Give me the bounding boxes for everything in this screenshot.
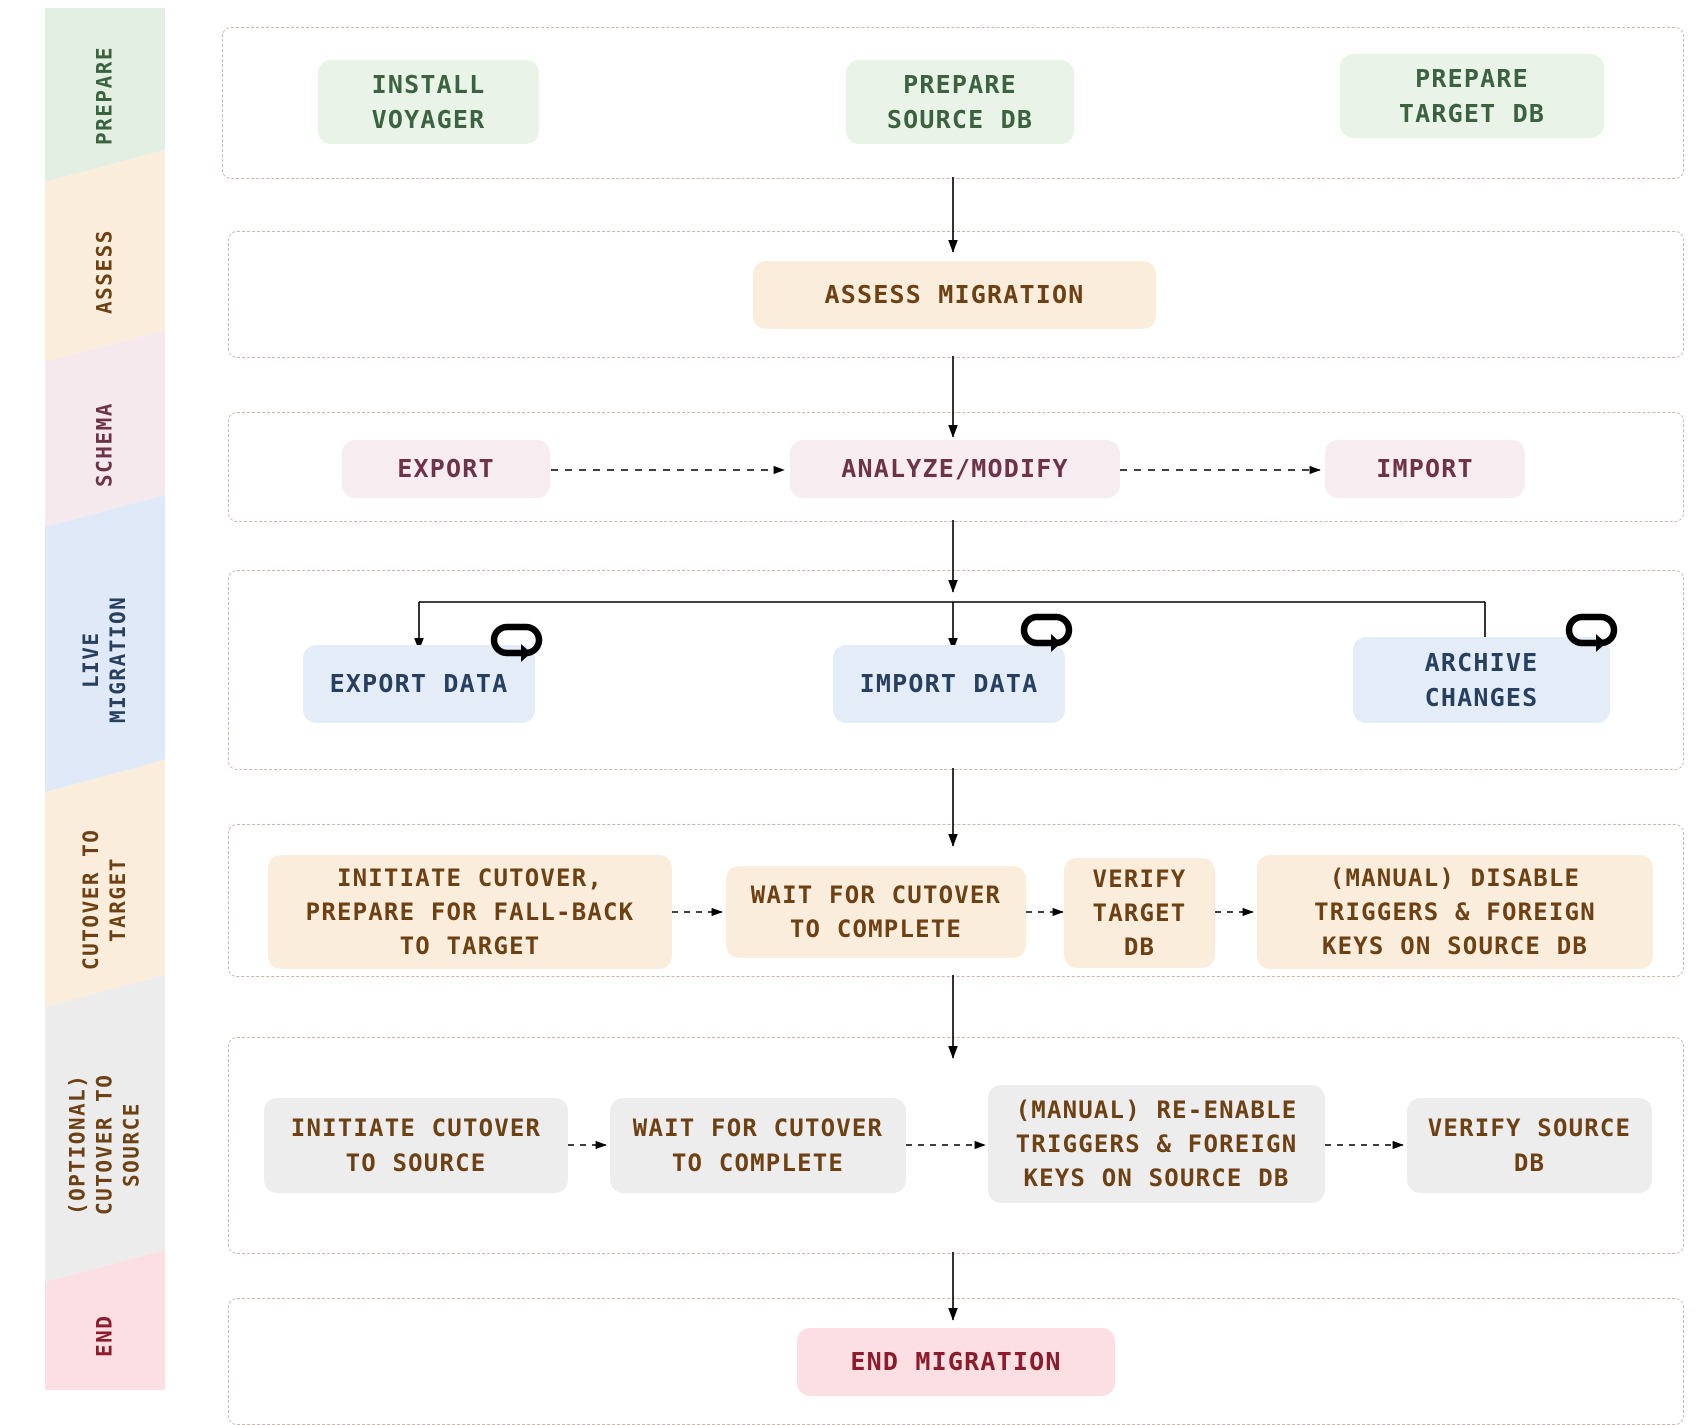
repeat-loop-icon [487, 618, 549, 668]
node-schema-export[interactable]: EXPORT [342, 440, 550, 498]
node-schema-import[interactable]: IMPORT [1325, 440, 1525, 498]
node-disable-triggers-foreign-keys[interactable]: (MANUAL) DISABLE TRIGGERS & FOREIGN KEYS… [1257, 855, 1653, 969]
row-cutover-target [228, 824, 1684, 977]
node-archive-changes[interactable]: ARCHIVE CHANGES [1353, 637, 1610, 723]
node-wait-for-cutover-to-complete-target[interactable]: WAIT FOR CUTOVER TO COMPLETE [726, 866, 1026, 958]
node-assess-migration[interactable]: ASSESS MIGRATION [753, 261, 1156, 329]
node-install-voyager[interactable]: INSTALL VOYAGER [318, 60, 539, 144]
node-export-data[interactable]: EXPORT DATA [303, 645, 535, 723]
stage-label-prepare: PREPARE [92, 45, 117, 145]
stage-label-cutover-source: (OPTIONAL) CUTOVER TO SOURCE [65, 1073, 144, 1216]
node-initiate-cutover-to-source[interactable]: INITIATE CUTOVER TO SOURCE [264, 1098, 568, 1193]
stage-label-live-migration: LIVE MIGRATION [79, 595, 130, 724]
row-assess [228, 231, 1684, 358]
stage-rail: PREPARE ASSESS SCHEMA LIVE MIGRATION CUT… [45, 0, 165, 1405]
node-verify-source-db[interactable]: VERIFY SOURCE DB [1407, 1098, 1652, 1193]
stage-label-end: END [92, 1314, 117, 1358]
node-end-migration[interactable]: END MIGRATION [797, 1328, 1115, 1396]
repeat-loop-icon [1562, 608, 1624, 658]
node-verify-target-db[interactable]: VERIFY TARGET DB [1064, 858, 1215, 968]
stage-rail-bands [45, 8, 165, 1390]
node-re-enable-triggers-foreign-keys[interactable]: (MANUAL) RE-ENABLE TRIGGERS & FOREIGN KE… [988, 1085, 1325, 1203]
stage-label-schema: SCHEMA [92, 402, 117, 487]
stage-label-cutover-target: CUTOVER TO TARGET [79, 828, 130, 971]
row-cutover-source [228, 1037, 1684, 1254]
node-prepare-target-db[interactable]: PREPARE TARGET DB [1340, 54, 1604, 138]
repeat-loop-icon [1017, 608, 1079, 658]
node-initiate-cutover-to-target[interactable]: INITIATE CUTOVER, PREPARE FOR FALL-BACK … [268, 855, 672, 969]
node-wait-for-cutover-to-complete-source[interactable]: WAIT FOR CUTOVER TO COMPLETE [610, 1098, 906, 1193]
node-prepare-source-db[interactable]: PREPARE SOURCE DB [846, 60, 1074, 144]
row-schema [228, 412, 1684, 522]
stage-label-assess: ASSESS [92, 229, 117, 315]
node-schema-analyze-modify[interactable]: ANALYZE/MODIFY [790, 440, 1120, 498]
node-import-data[interactable]: IMPORT DATA [833, 645, 1065, 723]
row-live-migration [228, 570, 1684, 770]
